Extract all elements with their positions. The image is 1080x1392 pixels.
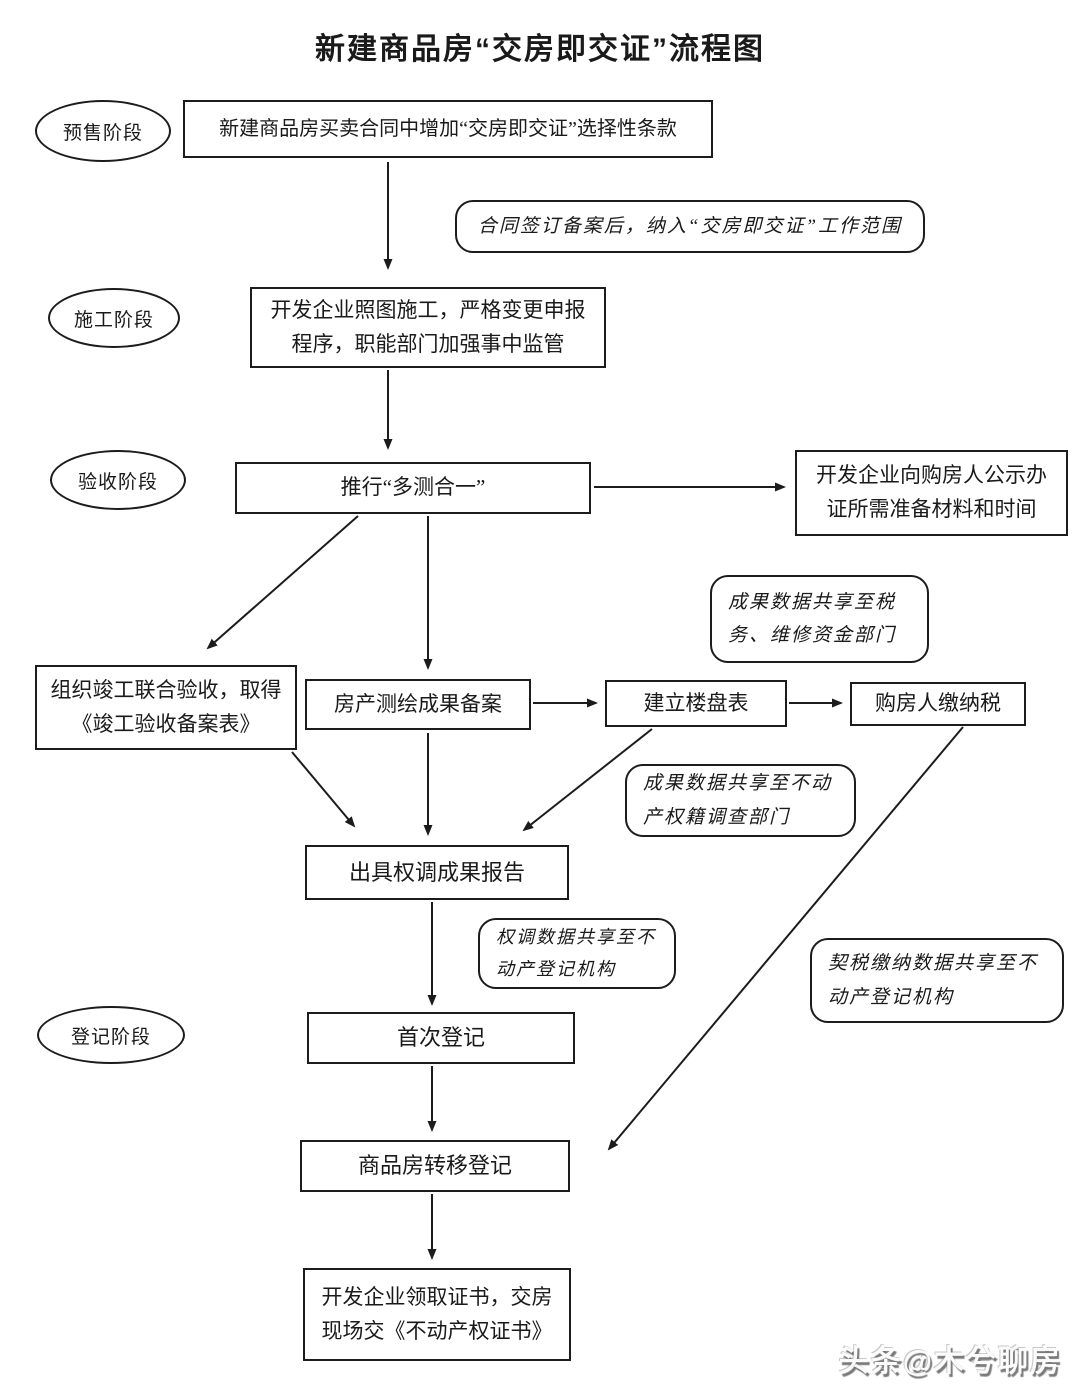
node-contract-clause: 新建商品房买卖合同中增加“交房即交证”选择性条款 [183, 100, 713, 158]
annotation-share-deed-tax: 契税缴纳数据共享至不动产登记机构 [810, 938, 1064, 1023]
node-construction-supervision: 开发企业照图施工，严格变更申报程序，职能部门加强事中监管 [250, 287, 606, 368]
node-buyer-tax: 购房人缴纳税 [850, 682, 1026, 726]
annotation-share-cadastre: 成果数据共享至不动产权籍调查部门 [625, 764, 856, 837]
annotation-contract-filing: 合同签订备案后，纳入“交房即交证”工作范围 [455, 200, 925, 253]
node-certificate-delivery: 开发企业领取证书，交房现场交《不动产权证书》 [303, 1268, 571, 1361]
page-title: 新建商品房“交房即交证”流程图 [315, 33, 765, 66]
stage-registration: 登记阶段 [37, 1006, 185, 1064]
node-multi-survey: 推行“多测合一” [235, 462, 591, 514]
stage-construction: 施工阶段 [48, 288, 180, 348]
watermark: 头条@木兮聊房 [838, 1345, 1062, 1378]
node-survey-filing: 房产测绘成果备案 [305, 679, 531, 730]
stage-acceptance: 验收阶段 [50, 450, 186, 510]
node-building-table: 建立楼盘表 [605, 680, 787, 727]
node-publicity: 开发企业向购房人公示办证所需准备材料和时间 [795, 450, 1068, 536]
flow-arrows [206, 162, 964, 1260]
annotation-share-rights: 权调数据共享至不动产登记机构 [478, 918, 676, 989]
stage-presale: 预售阶段 [35, 100, 171, 162]
annotation-share-tax: 成果数据共享至税务、维修资金部门 [710, 575, 929, 663]
node-rights-report: 出具权调成果报告 [305, 845, 569, 900]
node-transfer-registration: 商品房转移登记 [300, 1140, 570, 1192]
node-joint-acceptance: 组织竣工联合验收，取得《竣工验收备案表》 [35, 665, 297, 750]
node-first-registration: 首次登记 [307, 1012, 575, 1064]
